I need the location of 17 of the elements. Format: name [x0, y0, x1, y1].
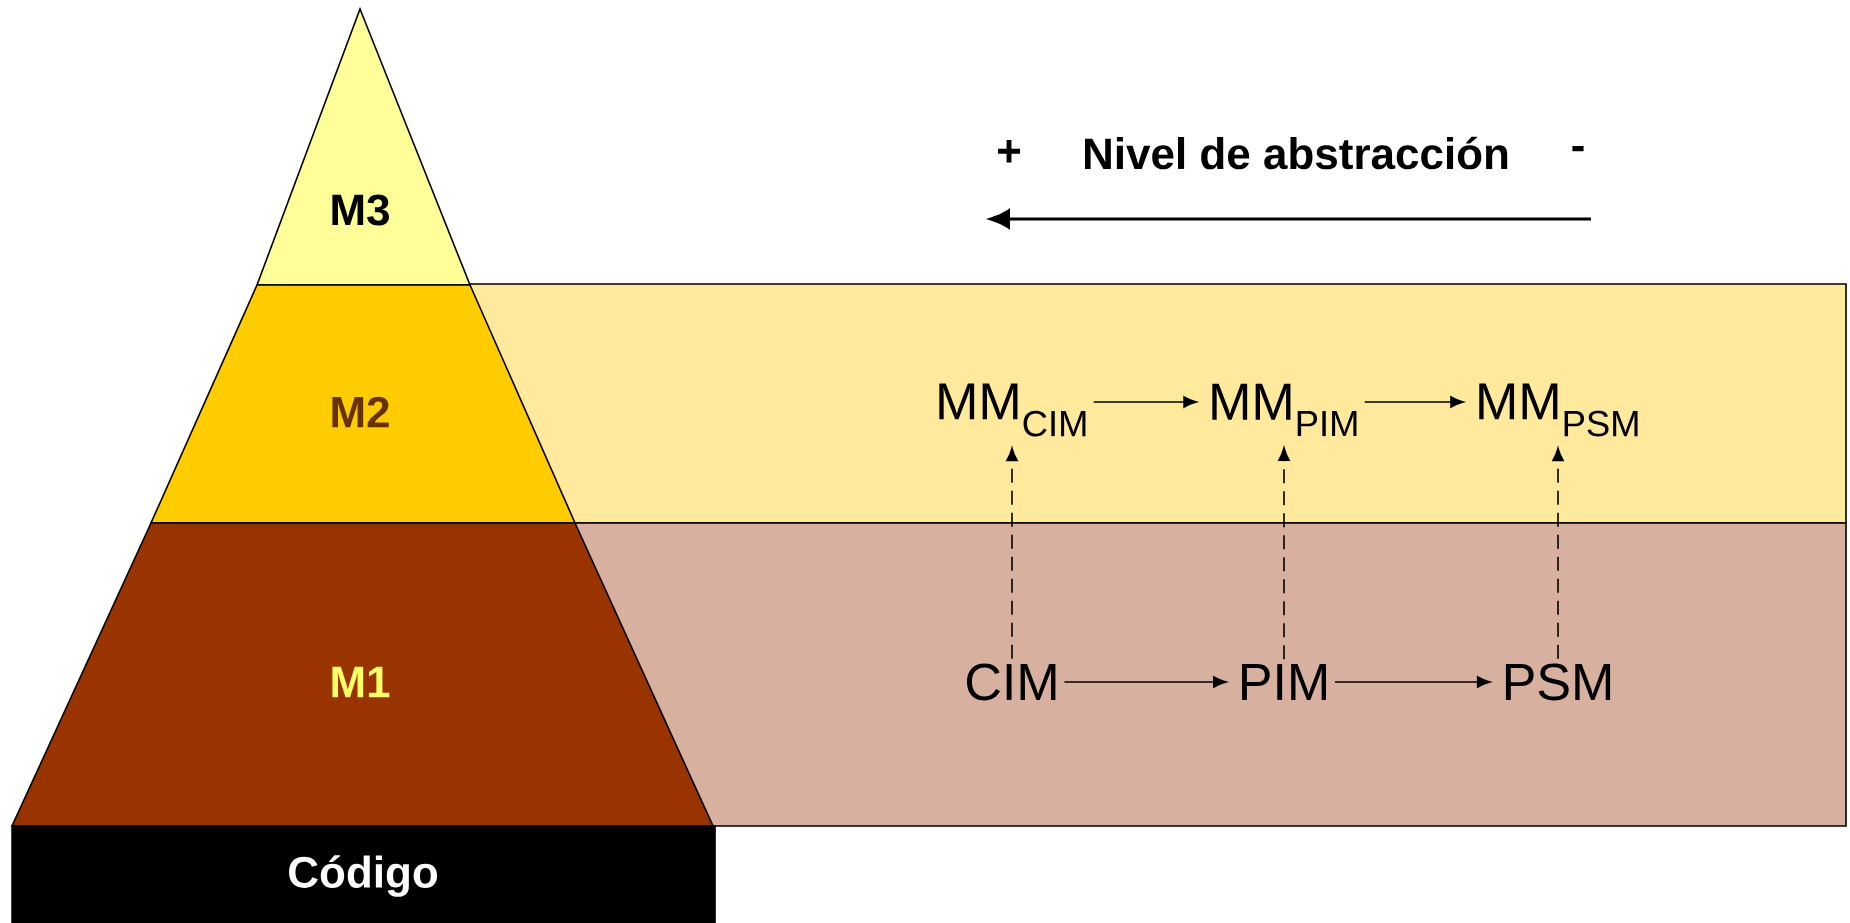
metamodel-label: MM$_{PIM}$ [1212, 383, 1357, 437]
axis-label: - [1572, 146, 1584, 152]
model-label: PSM [1505, 663, 1611, 701]
arrow [1552, 447, 1564, 660]
metamodel-label: MM$_{PSM}$ [1479, 383, 1638, 437]
arrow [1334, 676, 1491, 688]
arrow [1006, 447, 1018, 660]
model-label: PIM [1242, 664, 1326, 700]
arrow [1092, 396, 1198, 408]
arrow [1363, 396, 1464, 408]
metamodel-label: MM$_{CIM}$ [939, 383, 1086, 437]
code-box: Código [11, 825, 716, 923]
axis-label: Nivel de abstracción [1085, 136, 1508, 170]
arrow [1063, 676, 1227, 688]
arrow [1278, 447, 1290, 661]
model-label: CIM [967, 663, 1056, 701]
axis-label: + [998, 140, 1021, 163]
